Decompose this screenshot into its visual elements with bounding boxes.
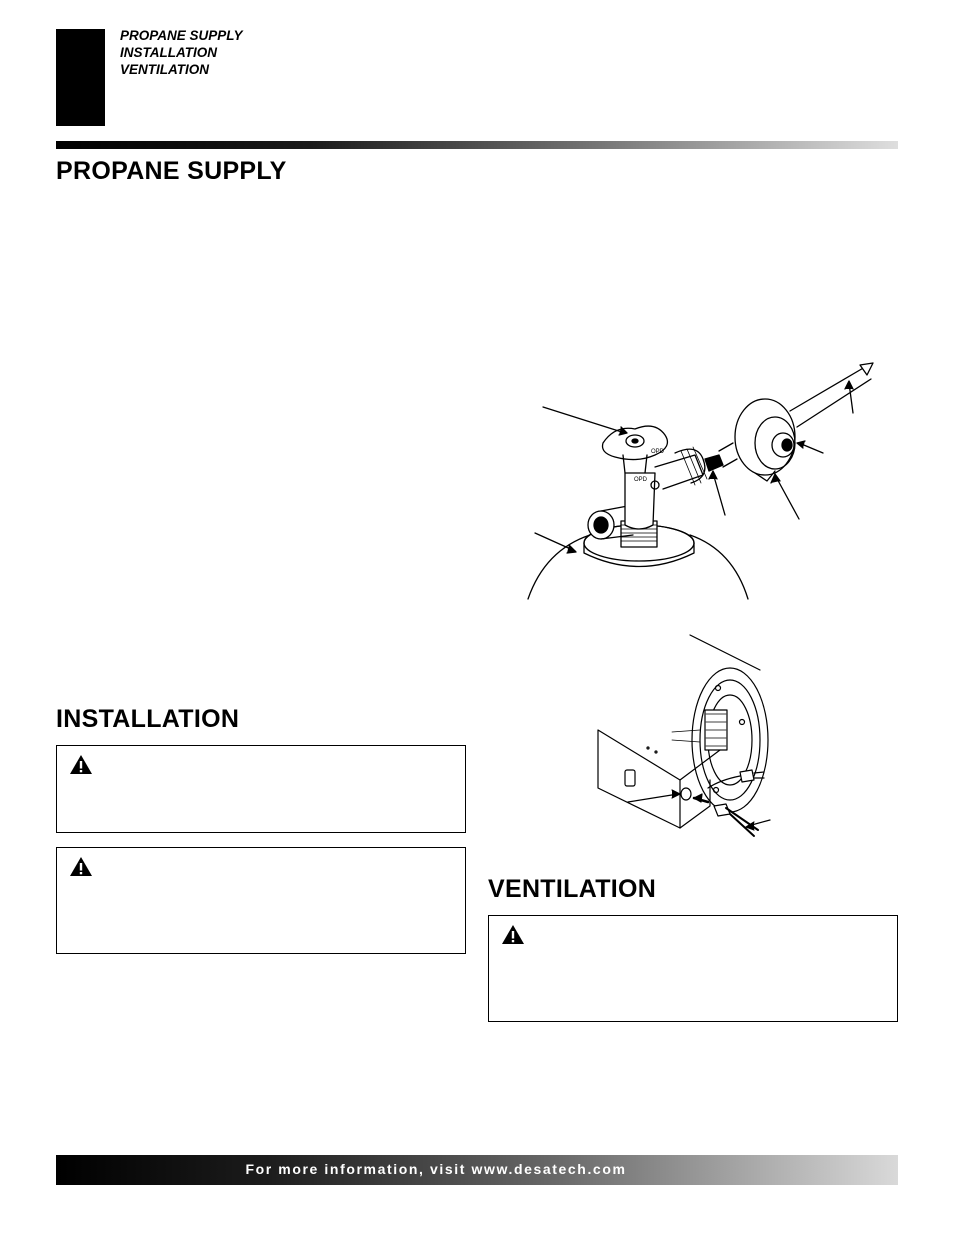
header-nav-propane-supply: PROPANE SUPPLY [120, 28, 243, 43]
heater-hose-connection-figure [597, 634, 771, 837]
header-nav-installation: INSTALLATION [120, 45, 217, 60]
ventilation-warning-box [488, 915, 898, 1022]
warning-triangle-icon [70, 857, 92, 876]
header-nav-ventilation: VENTILATION [120, 62, 209, 77]
warning-triangle-icon [502, 925, 524, 944]
section-tab-block [56, 29, 105, 126]
header-nav: PROPANE SUPPLY INSTALLATION VENTILATION [120, 27, 243, 78]
propane-tank-regulator-figure: OPD OPD [527, 362, 874, 600]
propane-supply-title: PROPANE SUPPLY [56, 157, 287, 185]
footer-bar: For more information, visit www.desatech… [56, 1155, 898, 1185]
svg-text:OPD: OPD [651, 449, 665, 455]
installation-warning-box-1 [56, 745, 466, 833]
warning-triangle-icon [70, 755, 92, 774]
installation-title: INSTALLATION [56, 705, 240, 733]
installation-warning-box-2 [56, 847, 466, 954]
header-divider [56, 141, 898, 149]
svg-text:OPD: OPD [634, 477, 648, 483]
ventilation-title: VENTILATION [488, 875, 657, 903]
footer-website-text: For more information, visit www.desatech… [245, 1161, 627, 1177]
